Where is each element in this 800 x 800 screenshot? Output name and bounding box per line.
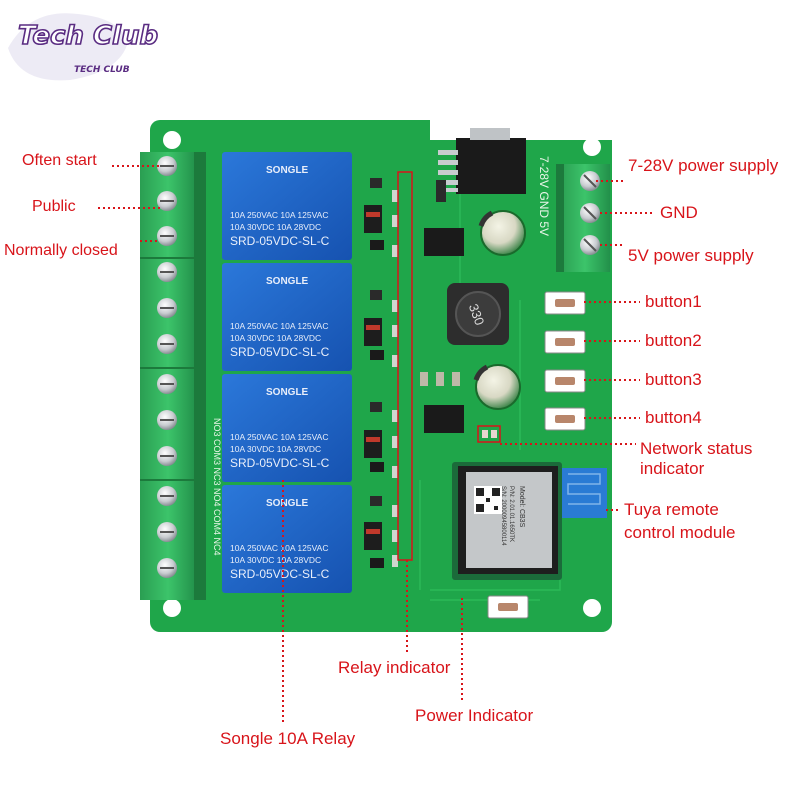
- relay-4: SONGLE 10A 250VAC 10A 125VAC 10A 30VDC 1…: [222, 485, 352, 593]
- relay-rating-1a: 10A 250VAC 10A 125VAC: [230, 210, 328, 220]
- logo-main-text: Tech Club: [18, 21, 158, 51]
- label-songle-relay: Songle 10A Relay: [220, 729, 356, 748]
- module-model: Model: CB3S: [518, 486, 525, 528]
- relay-1: SONGLE 10A 250VAC 10A 125VAC 10A 30VDC 1…: [222, 152, 352, 260]
- label-relay-indicator: Relay indicator: [338, 658, 451, 677]
- relays: SONGLE 10A 250VAC 10A 125VAC 10A 30VDC 1…: [222, 152, 352, 593]
- label-button1: button1: [645, 292, 702, 311]
- relay-model-3: SRD-05VDC-SL-C: [230, 456, 330, 470]
- label-7-28v: 7-28V power supply: [628, 156, 779, 175]
- relay-brand-2: SONGLE: [266, 276, 309, 287]
- terminal-silk-3: NO3 COM3 NC3: [212, 418, 222, 486]
- mount-hole: [583, 138, 601, 156]
- network-led-outline: [477, 425, 501, 443]
- label-network-line2: indicator: [640, 459, 705, 478]
- label-tuya-line2: control module: [624, 523, 736, 542]
- power-inductor: 330: [447, 283, 509, 345]
- relay-brand-3: SONGLE: [266, 387, 309, 398]
- label-button2: button2: [645, 331, 702, 350]
- relay-rating-1b: 10A 30VDC 10A 28VDC: [230, 222, 321, 232]
- terminal-silk-4: NO4 COM4 NC4: [212, 488, 222, 556]
- leader-lines: [98, 165, 652, 724]
- pushbutton-reset: [487, 595, 529, 619]
- tech-club-logo: Tech Club TECH CLUB: [8, 13, 159, 81]
- relay-model-2: SRD-05VDC-SL-C: [230, 345, 330, 359]
- label-power-indicator: Power Indicator: [415, 706, 534, 725]
- relay-3: SONGLE 10A 250VAC 10A 125VAC 10A 30VDC 1…: [222, 374, 352, 482]
- label-button4: button4: [645, 408, 702, 427]
- voltage-regulator: [438, 128, 526, 194]
- tuya-module: Model: CB3S P/N: 2.01.01.1650TK S/N: 200…: [452, 462, 607, 580]
- smd-parts: [420, 180, 464, 433]
- relay-rating-3a: 10A 250VAC 10A 125VAC: [230, 432, 328, 442]
- inductor-marking: 330: [466, 302, 488, 328]
- relay-rating-2a: 10A 250VAC 10A 125VAC: [230, 321, 328, 331]
- pushbutton-4: [544, 407, 586, 431]
- relay-brand-4: SONGLE: [266, 498, 309, 509]
- mount-hole: [163, 599, 181, 617]
- label-public: Public: [32, 198, 76, 215]
- network-led: [482, 430, 488, 438]
- left-terminal-blocks: [140, 152, 206, 600]
- logo-sub-text: TECH CLUB: [74, 65, 130, 75]
- relay-model-1: SRD-05VDC-SL-C: [230, 234, 330, 248]
- label-normally-closed: Normally closed: [4, 242, 118, 259]
- mount-hole: [163, 131, 181, 149]
- relay-indicator-outline: [397, 171, 413, 561]
- relay-brand-1: SONGLE: [266, 165, 309, 176]
- label-gnd: GND: [660, 203, 698, 222]
- pushbutton-2: [544, 330, 586, 354]
- terminal-silk-labels: NO3 COM3 NC3 NO4 COM4 NC4: [212, 418, 222, 556]
- label-often-start: Often start: [22, 152, 97, 169]
- relay-2: SONGLE 10A 250VAC 10A 125VAC 10A 30VDC 1…: [222, 263, 352, 371]
- relay-rating-4a: 10A 250VAC 10A 125VAC: [230, 543, 328, 553]
- electrolytic-capacitors: [473, 210, 526, 410]
- network-led: [491, 430, 497, 438]
- module-sn: S/N: 20000945800114: [500, 486, 506, 546]
- terminal-screws: [157, 156, 177, 578]
- mount-hole: [583, 599, 601, 617]
- label-tuya-line1: Tuya remote: [624, 500, 719, 519]
- label-network-line1: Network status: [640, 439, 753, 458]
- relay-rating-4b: 10A 30VDC 10A 28VDC: [230, 555, 321, 565]
- relay-driver-components: [364, 178, 398, 568]
- pushbutton-3: [544, 369, 586, 393]
- label-5v: 5V power supply: [628, 246, 754, 265]
- relay-model-4: SRD-05VDC-SL-C: [230, 567, 330, 581]
- label-button3: button3: [645, 370, 702, 389]
- power-silk-label: 7-28V GND 5V: [537, 156, 551, 236]
- module-pn: P/N: 2.01.01.1650TK: [508, 486, 514, 542]
- relay-rating-3b: 10A 30VDC 10A 28VDC: [230, 444, 321, 454]
- pushbutton-1: [544, 291, 586, 315]
- relay-rating-2b: 10A 30VDC 10A 28VDC: [230, 333, 321, 343]
